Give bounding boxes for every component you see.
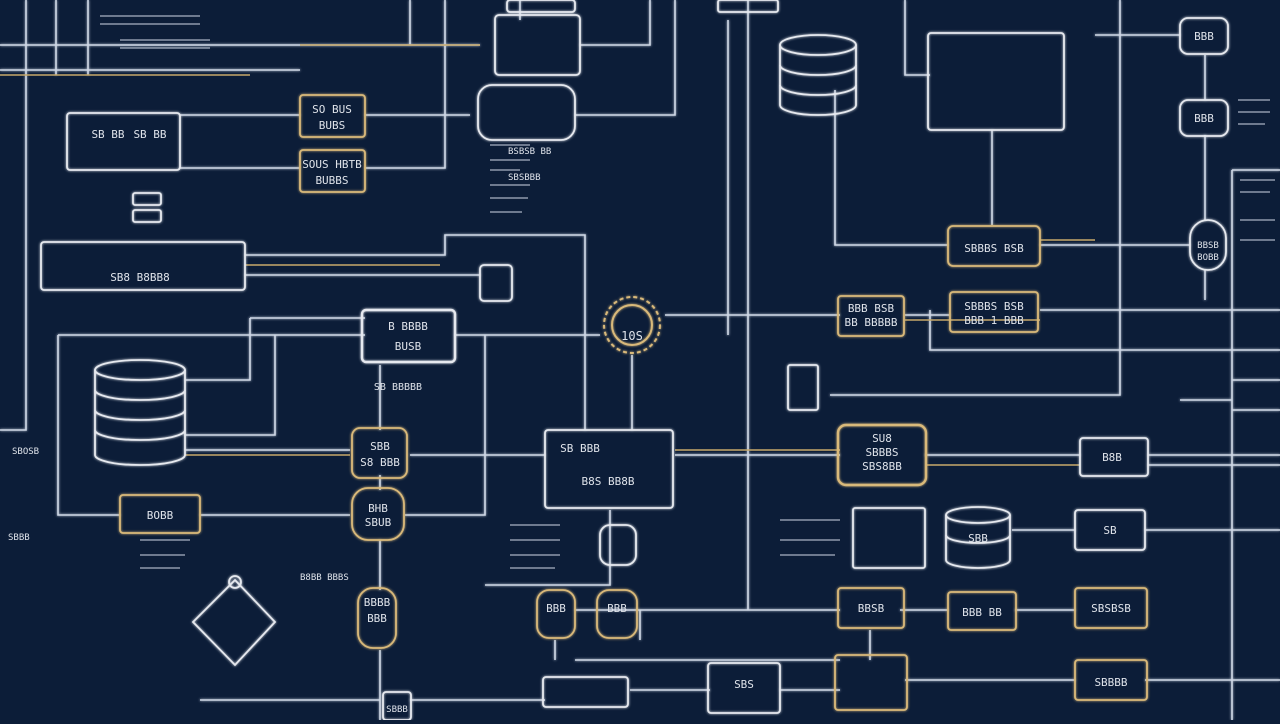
tiny-box-2[interactable]: [132, 209, 162, 223]
caption-c: B8BB BBBS: [300, 573, 349, 583]
pill-node-2[interactable]: [536, 589, 576, 639]
label-node-3: BHB: [368, 502, 388, 515]
label-right-box-1: BBB BSB: [848, 302, 895, 315]
label-layer: SO BUS BUBS SOUS HBTB BUBBS SB BB SB BB …: [8, 30, 1219, 715]
label-left-panel: SB BB: [91, 128, 124, 141]
box-top-center[interactable]: [717, 0, 779, 13]
far-right-2[interactable]: [1179, 99, 1229, 137]
label-far-right-4: BOBB: [1197, 253, 1219, 263]
label-far-right-2: BBB: [1194, 112, 1214, 125]
label-mid-box-1: SOUS HBTB: [302, 158, 362, 171]
tick-layer: [8, 15, 1275, 569]
label-right-box-5: SBBBS BSB: [964, 242, 1024, 255]
caption-b: SBSBBB: [508, 173, 541, 183]
database-icon-top: [779, 34, 857, 116]
small-box-center[interactable]: [479, 264, 513, 302]
caption-a: BSBSB BB: [508, 147, 551, 157]
label-bottom-box-3: SBSBSB: [1091, 602, 1131, 615]
label-bottom-box-1: SBS: [734, 678, 754, 691]
right-box-2[interactable]: [949, 291, 1039, 333]
module-chip-top[interactable]: [477, 84, 576, 141]
module-top-cap[interactable]: [506, 0, 576, 13]
label-gold-box-3: SBS8BB: [862, 460, 902, 473]
label-small-2: SB: [1103, 524, 1117, 537]
right-panel-large[interactable]: [927, 32, 1065, 131]
label-mid-box-2: BUBBS: [315, 174, 348, 187]
label-node-1: SBB: [370, 440, 390, 453]
tiny-box-1[interactable]: [132, 192, 162, 206]
pill-node-3[interactable]: [596, 589, 638, 639]
gold-box-3[interactable]: [947, 591, 1017, 631]
label-left-margin-2: SBBB: [8, 533, 30, 543]
label-left-margin: SBOSB: [12, 447, 39, 457]
label-small-3: SBB: [968, 532, 988, 545]
label-bottom-box-2: BBB BB: [962, 606, 1002, 619]
label-top-box-1: SO BUS: [312, 103, 352, 116]
label-center-box-1: SB BBB: [560, 442, 600, 455]
gear-icon: [603, 296, 661, 354]
label-right-box-2: SBBBS BSB: [964, 300, 1024, 313]
label-red-box: SBBBB: [1094, 676, 1127, 689]
red-box[interactable]: [1074, 659, 1148, 701]
label-center-chip: 10S: [621, 329, 643, 343]
small-node-center[interactable]: [599, 524, 637, 566]
component-layer: [40, 0, 1229, 721]
diamond-icon: [191, 575, 277, 667]
right-box-1[interactable]: [837, 295, 905, 337]
label-right-box-4: BBB 1 BBB: [964, 314, 1024, 327]
center-module[interactable]: [544, 429, 674, 509]
node-box-1[interactable]: [351, 427, 408, 479]
label-node-4: SBUB: [365, 516, 392, 529]
right-box-5[interactable]: [1074, 509, 1146, 551]
label-center-box-2: B8S BB8B: [582, 475, 635, 488]
far-right-1[interactable]: [1179, 17, 1229, 55]
label-node-5: BOBB: [147, 509, 174, 522]
gold-box-2[interactable]: [837, 587, 905, 629]
component-box-left-1[interactable]: [66, 112, 181, 171]
label-right-box-3: BB BBBBB: [845, 316, 898, 329]
component-box-top-2[interactable]: [299, 149, 366, 193]
label-top-box-1b: BUBS: [319, 119, 346, 132]
far-right-3[interactable]: [1189, 219, 1227, 271]
label-small-1: B8B: [1102, 451, 1122, 464]
label-pill-3: BBB: [607, 602, 627, 615]
label-far-right-3: BBSB: [1197, 241, 1219, 251]
label-pill-1b: BBB: [367, 612, 387, 625]
node-box-2[interactable]: [351, 487, 405, 541]
component-box-left-2[interactable]: [119, 494, 201, 534]
accent-wire-layer: [0, 44, 1095, 466]
label-gold-box-1: SU8: [872, 432, 892, 445]
bottom-grid-box[interactable]: [834, 654, 908, 711]
label-stack: SB BBBBB: [374, 382, 422, 393]
label-left-panel-2: SB BB: [133, 128, 166, 141]
component-box-top-1[interactable]: [299, 94, 366, 138]
database-icon-right: [945, 506, 1011, 569]
right-box-3[interactable]: [947, 225, 1041, 267]
label-small-4: BBSB: [858, 602, 885, 615]
label-gold-box-2: SBBBS: [865, 446, 898, 459]
label-pill-2: BBB: [546, 602, 566, 615]
switch-box[interactable]: [360, 308, 457, 364]
right-box-4[interactable]: [1079, 437, 1149, 477]
label-pill-1: BBBB: [364, 596, 391, 609]
gold-box-1[interactable]: [836, 423, 928, 487]
bottom-box-1[interactable]: [707, 662, 781, 714]
label-long-panel: SB8 B8BB8: [110, 271, 170, 284]
grid-box[interactable]: [852, 507, 926, 569]
label-node-2: S8 BBB: [360, 456, 400, 469]
label-far-right-1: BBB: [1194, 30, 1214, 43]
gold-box-4[interactable]: [1074, 587, 1148, 629]
small-stack[interactable]: [787, 364, 819, 411]
module-top[interactable]: [494, 14, 581, 76]
long-panel[interactable]: [40, 241, 246, 291]
label-switch: B BBBB: [388, 320, 428, 333]
bottom-rack[interactable]: [542, 676, 629, 708]
database-icon: [94, 359, 186, 466]
pill-node-1[interactable]: [357, 587, 397, 649]
label-bottom-node: SBBB: [386, 705, 408, 715]
label-switch-2: BUSB: [395, 340, 422, 353]
